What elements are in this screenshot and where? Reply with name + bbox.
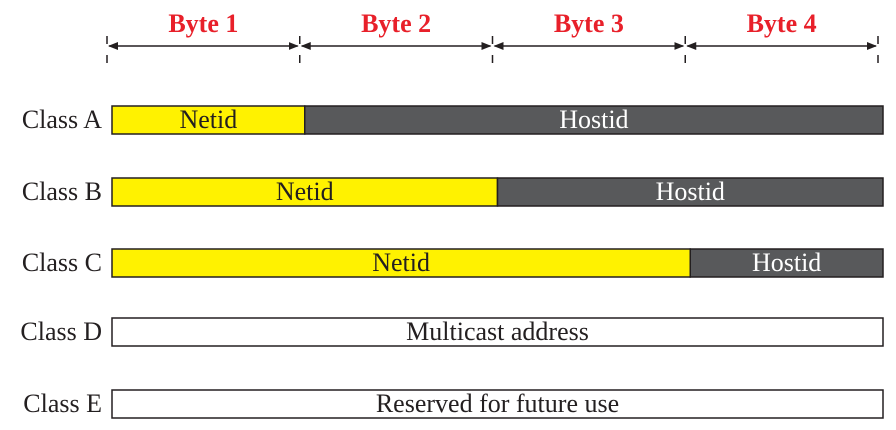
class-a-netid-segment [111, 105, 306, 135]
byte-1-label: Byte 1 [168, 9, 238, 38]
class-b-label: Class B [22, 177, 102, 206]
class-a-row: Class A Netid Hostid [22, 105, 884, 135]
class-a-netid-label: Netid [179, 105, 237, 134]
class-e-field-segment [111, 389, 884, 419]
class-b-hostid-label: Hostid [656, 177, 725, 206]
class-d-field-label: Multicast address [406, 317, 589, 346]
class-e-field-label: Reserved for future use [376, 389, 619, 418]
class-d-label: Class D [20, 317, 102, 346]
class-c-netid-segment [111, 248, 691, 278]
class-b-netid-segment [111, 177, 499, 207]
class-b-row: Class B Netid Hostid [22, 177, 884, 207]
class-b-netid-label: Netid [276, 177, 334, 206]
class-c-row: Class C Netid Hostid [22, 248, 884, 278]
class-d-row: Class D Multicast address [20, 317, 884, 347]
class-a-hostid-label: Hostid [559, 105, 628, 134]
byte-3-label: Byte 3 [554, 9, 624, 38]
class-a-label: Class A [22, 105, 102, 134]
class-c-label: Class C [22, 248, 102, 277]
class-c-hostid-segment [689, 248, 884, 278]
class-b-hostid-segment [496, 177, 884, 207]
class-a-hostid-segment [304, 105, 884, 135]
byte-header: Byte 1 Byte 2 Byte 3 Byte 4 [106, 9, 879, 72]
class-d-field-segment [111, 317, 884, 347]
byte-2-label: Byte 2 [361, 9, 431, 38]
byte-4-label: Byte 4 [747, 9, 817, 38]
class-c-netid-label: Netid [372, 248, 430, 277]
class-c-hostid-label: Hostid [752, 248, 821, 277]
class-e-row: Class E Reserved for future use [23, 389, 884, 419]
class-e-label: Class E [23, 389, 102, 418]
